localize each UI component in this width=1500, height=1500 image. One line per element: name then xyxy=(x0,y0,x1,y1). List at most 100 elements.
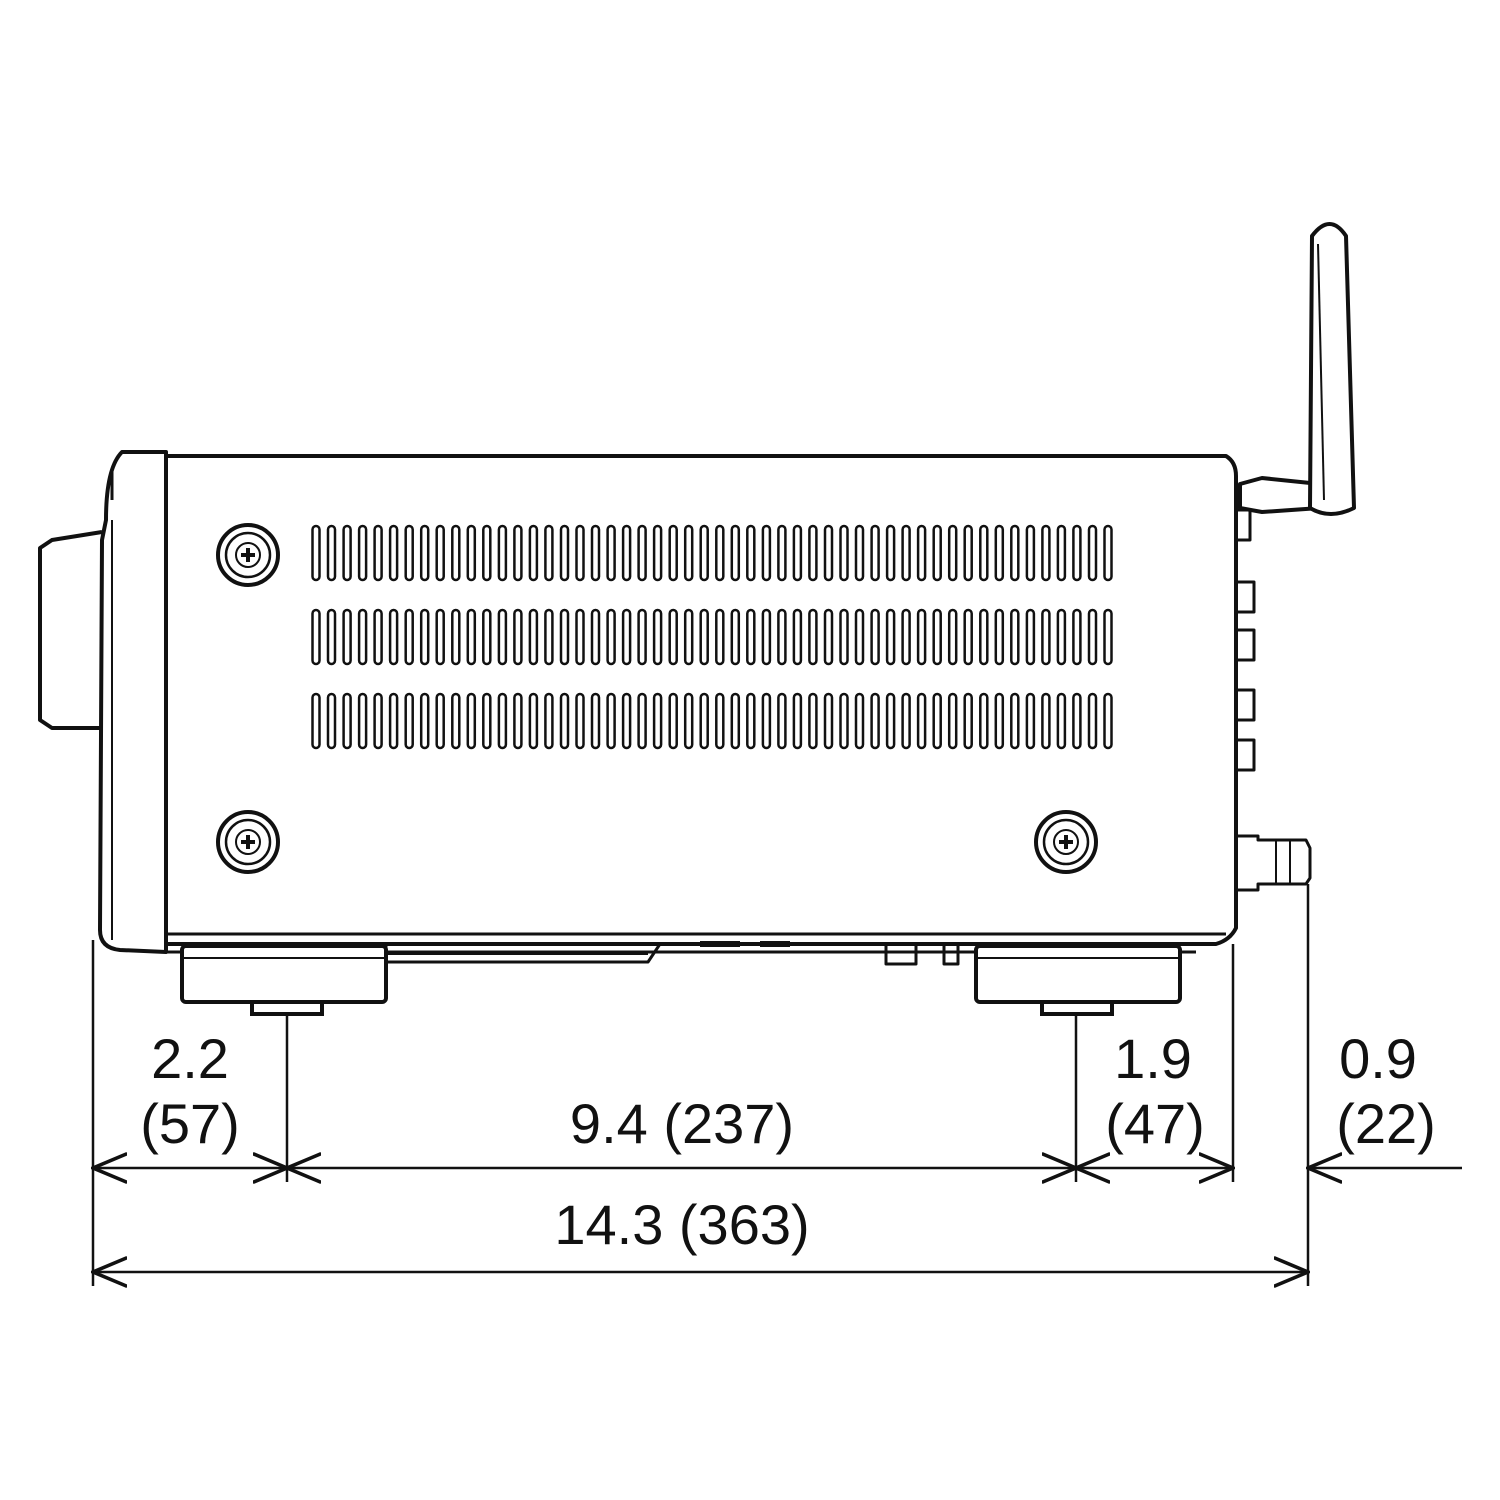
vent-slot xyxy=(497,608,508,666)
vent-slot xyxy=(901,608,911,666)
vent-slot xyxy=(482,608,492,666)
vent-slot xyxy=(839,692,849,750)
vent-slot xyxy=(513,608,523,666)
vent-slot xyxy=(683,524,694,582)
vent-slot xyxy=(1072,692,1082,750)
vent-slot xyxy=(963,608,973,666)
vent-slot xyxy=(637,608,647,666)
vent-slot xyxy=(451,524,461,582)
vent-slot xyxy=(1041,608,1051,666)
screw-head xyxy=(216,523,280,587)
vent-slot xyxy=(730,692,741,750)
vent-slot xyxy=(870,692,880,750)
vent-slot xyxy=(388,692,399,750)
vent-slot xyxy=(854,692,865,750)
vent-slot xyxy=(979,524,989,582)
rear-foot xyxy=(974,944,1182,1016)
vent-slot xyxy=(699,524,709,582)
rear-terminal xyxy=(1236,834,1312,892)
vent-slot xyxy=(777,608,787,666)
vent-slot xyxy=(1010,608,1020,666)
vent-slot xyxy=(1087,524,1098,582)
vent-slot xyxy=(357,524,368,582)
vent-slot xyxy=(994,692,1005,750)
vent-slot xyxy=(1056,524,1067,582)
vent-slot xyxy=(311,608,321,666)
vent-slot xyxy=(435,524,445,582)
vent-slot xyxy=(668,524,678,582)
vent-slot xyxy=(590,608,601,666)
vent-slot xyxy=(963,692,973,750)
vent-slot xyxy=(932,524,942,582)
vent-slot xyxy=(513,524,523,582)
vent-slot xyxy=(808,608,818,666)
front-foot xyxy=(180,944,388,1016)
ventilation-slots xyxy=(311,524,1113,750)
vent-slot xyxy=(466,608,477,666)
vent-slot xyxy=(311,692,321,750)
vent-slot xyxy=(792,692,803,750)
vent-slot xyxy=(947,524,958,582)
vent-slot xyxy=(932,692,942,750)
vent-slot xyxy=(777,692,787,750)
vent-slot xyxy=(823,692,834,750)
vent-slot xyxy=(699,692,709,750)
vent-slot xyxy=(466,524,477,582)
vent-slot xyxy=(513,692,523,750)
vent-slot xyxy=(497,524,508,582)
screw-head xyxy=(1034,810,1098,874)
screw-head xyxy=(216,810,280,874)
vent-slot xyxy=(357,608,368,666)
vent-slot xyxy=(854,524,865,582)
vent-slot xyxy=(637,692,647,750)
vent-slot xyxy=(528,692,539,750)
vent-slot xyxy=(404,692,414,750)
vent-slot xyxy=(326,524,337,582)
vent-slot xyxy=(916,692,927,750)
vent-slot xyxy=(947,608,958,666)
vent-slot xyxy=(1103,608,1113,666)
vent-slot xyxy=(683,608,694,666)
dimension-lines xyxy=(93,1168,1462,1272)
vent-slot xyxy=(808,524,818,582)
vent-slot xyxy=(761,608,772,666)
front-knob xyxy=(38,530,103,730)
vent-slot xyxy=(1087,608,1098,666)
vent-slot xyxy=(559,692,570,750)
vent-slot xyxy=(326,692,337,750)
vent-slot xyxy=(606,608,616,666)
vent-slot xyxy=(637,524,647,582)
vent-slot xyxy=(451,608,461,666)
vent-slot xyxy=(528,608,539,666)
vent-slot xyxy=(1103,692,1113,750)
vent-slot xyxy=(777,524,787,582)
vent-slot xyxy=(357,692,368,750)
vent-slot xyxy=(761,524,772,582)
vent-slot xyxy=(916,524,927,582)
dim-front-overhang-mm: (57) xyxy=(140,1092,240,1155)
vent-slot xyxy=(870,608,880,666)
vent-slot xyxy=(606,524,616,582)
vent-slot xyxy=(1056,608,1067,666)
vent-slot xyxy=(979,608,989,666)
vent-slot xyxy=(559,524,570,582)
vent-slot xyxy=(419,608,430,666)
vent-slot xyxy=(761,692,772,750)
vent-slot xyxy=(342,692,352,750)
vent-slot xyxy=(1087,692,1098,750)
front-panel xyxy=(98,450,168,954)
vent-slot xyxy=(544,608,554,666)
vent-slot xyxy=(792,608,803,666)
vent-slot xyxy=(342,608,352,666)
dim-rear-foot-mm: (47) xyxy=(1105,1092,1205,1155)
vent-slot xyxy=(497,692,508,750)
vent-slot xyxy=(373,608,383,666)
vent-slot xyxy=(544,524,554,582)
vent-slot xyxy=(808,692,818,750)
vent-slot xyxy=(792,524,803,582)
vent-slot xyxy=(559,608,570,666)
vent-slot xyxy=(404,608,414,666)
vent-slot xyxy=(435,608,445,666)
vent-slot xyxy=(746,524,756,582)
